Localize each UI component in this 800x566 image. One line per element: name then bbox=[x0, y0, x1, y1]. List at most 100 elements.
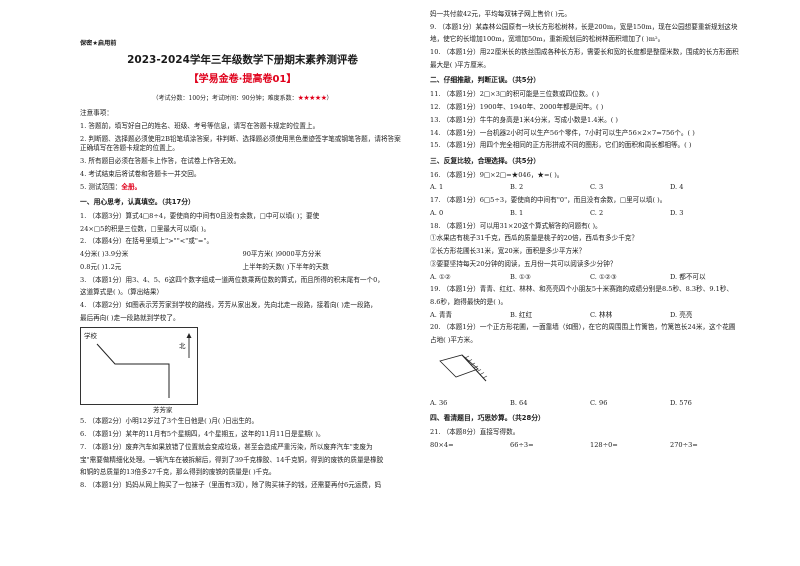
section-heading-choice: 三、反复比较，合理选择。（共5分） bbox=[430, 156, 541, 165]
notes-heading: 注意事项： bbox=[80, 109, 113, 118]
question-18-options: A. ①② B. ①③ C. ①②③ D. 都不可以 bbox=[430, 273, 750, 283]
note-scope-value: 全册。 bbox=[121, 182, 142, 191]
difficulty-stars-icon: ★★★★★ bbox=[297, 93, 327, 102]
question-9-line-1: 9. （本题1分）某森林公园原有一块长方形松树林，长是200m，宽是150m，现… bbox=[430, 22, 738, 31]
note-item-scope: 5. 测试范围：全册。 bbox=[80, 183, 405, 193]
question-21-items: 80×4= 66÷3= 128÷0= 270÷3= bbox=[430, 441, 750, 451]
option-c: C. 2 bbox=[590, 208, 604, 217]
calc-item: 66÷3= bbox=[510, 441, 534, 450]
option-a: A. 0 bbox=[430, 208, 444, 217]
question-2: 2. （本题4分）在括号里填上">""<"或"="。 bbox=[80, 237, 214, 246]
compare-item: 上半年的天数( )下半年的天数 bbox=[242, 262, 329, 271]
question-13: 13. （本题1分）牛牛的身高是1米4分米，写成小数是1.4米。( ) bbox=[430, 115, 618, 124]
note-scope-label: 5. 测试范围： bbox=[80, 182, 122, 191]
question-21: 21. （本题8分）直接写得数。 bbox=[430, 428, 520, 437]
option-c: C. ①②③ bbox=[590, 272, 617, 281]
note-item: 1. 答题前，填写好自己的姓名、班级、考号等信息，请写在答题卡规定的位置上。 bbox=[80, 122, 320, 131]
question-12: 12. （本题1分）1900年、1940年、2000年都是闰年。( ) bbox=[430, 103, 604, 112]
question-1-line-2: 24×□5的积是三位数，□里最大可以填( )。 bbox=[80, 224, 211, 233]
calc-item: 270÷3= bbox=[670, 441, 698, 450]
question-7-line-1: 7. （本题1分）废弃汽车如果放错了位置就会变成垃圾，甚至会造成严重污染，所以废… bbox=[80, 442, 373, 451]
question-18-item-3: ③要要坚持每天20分钟的阅读，五月份一共可以阅读多少分钟？ bbox=[430, 259, 617, 268]
option-a: A. 青青 bbox=[430, 310, 453, 319]
question-20-line-1: 20. （本题1分）一个正方形花圃，一面靠墙（如图），在它的周围围上竹篱笆，竹篱… bbox=[430, 323, 736, 332]
option-b: B. 红红 bbox=[510, 310, 533, 319]
question-11: 11. （本题1分）2□×3□的积可能是三位数或四位数。( ) bbox=[430, 90, 600, 99]
option-d: D. 亮亮 bbox=[670, 310, 693, 319]
question-7-line-2: 宝"需要做精细化处理。一辆汽车在被拆解后，得到了39千克橡胶、14千克铜，得到的… bbox=[80, 455, 384, 464]
question-8-line-2: 妈一共付款42元，平均每双袜子网上售价( )元。 bbox=[430, 10, 571, 18]
page-title: 2023-2024学年三年级数学下册期末素养测评卷 bbox=[127, 53, 358, 66]
question-1-line-1: 1. （本题3分）算式4□8÷4，要使商的中间有0且没有余数，□中可以填( )；… bbox=[80, 212, 320, 220]
question-17-options: A. 0 B. 1 C. 2 D. 3 bbox=[430, 209, 750, 219]
left-column: 保密★启用前 2023-2024学年三年级数学下册期末素养测评卷 【学易金卷·提… bbox=[80, 10, 405, 494]
section-heading-judge: 二、仔细推敲，判断正误。（共5分） bbox=[430, 76, 541, 85]
route-line bbox=[96, 344, 170, 399]
right-column: 妈一共付款42元，平均每双袜子网上售价( )元。 9. （本题1分）某森林公园原… bbox=[430, 10, 750, 454]
note-item: 2. 判断题、选择题必须使用2B铅笔填涂答案，非判断、选择题必须使用黑色墨迹签字… bbox=[80, 134, 401, 153]
question-19-line-1: 19. （本题1分）青青、红红、林林、和亮亮四个小朋友5十米赛跑的成绩分别是8.… bbox=[430, 285, 733, 294]
route-map-figure: 学校 北 芳芳家 bbox=[80, 327, 198, 414]
square-garden-shape bbox=[439, 354, 479, 378]
garden-wall-svg bbox=[439, 354, 488, 382]
question-16-options: A. 1 B. 2 C. 3 D. 4 bbox=[430, 183, 750, 193]
compare-item: 0.8元( )1.2元 bbox=[80, 262, 122, 271]
note-item: 4. 考试结束后将试卷和答题卡一并交回。 bbox=[80, 169, 201, 178]
secret-label: 保密★启用前 bbox=[80, 40, 117, 47]
option-d: D. 4 bbox=[670, 183, 684, 192]
option-d: D. 576 bbox=[670, 398, 692, 407]
question-4-line-1: 4. （本题2分）如图表示芳芳家到学校的路线，芳芳从家出发，先向北走一段路，接着… bbox=[80, 301, 377, 310]
question-14: 14. （本题1分）一台机器2小时可以生产56个零件，7小时可以生产56×2×7… bbox=[430, 128, 695, 137]
question-2-row-1: 4分米( )3.9分米 90平方米( )9000平方分米 bbox=[80, 250, 405, 260]
question-4-line-2: 最后再向( )走一段路就到学校了。 bbox=[80, 313, 180, 322]
option-a: A. 36 bbox=[430, 398, 448, 407]
note-item: 3. 所有题目必须在答题卡上作答，在试卷上作答无效。 bbox=[80, 157, 241, 166]
question-3-line-1: 3. （本题1分）用3、4、5、6这四个数字组成一道两位数乘两位数的算式，而且所… bbox=[80, 275, 384, 284]
calc-item: 128÷0= bbox=[590, 441, 618, 450]
garden-wall-figure bbox=[434, 349, 494, 395]
map-label-north: 北 bbox=[179, 342, 186, 351]
question-5: 5. （本题2分）小明12岁过了3个生日他是( )月( )日出生的。 bbox=[80, 417, 259, 426]
question-15: 15. （本题1分）用四个完全相同的正方形拼成不同的图形，它们的面积和周长都相等… bbox=[430, 141, 692, 150]
exam-meta: （考试分数：100分；考试时间：90分钟；难度系数：★★★★★） bbox=[80, 93, 405, 104]
option-c: C. 林林 bbox=[590, 310, 613, 319]
compare-item: 90平方米( )9000平方分米 bbox=[242, 250, 322, 259]
map-label-school: 学校 bbox=[84, 332, 97, 341]
option-b: B. 1 bbox=[510, 208, 524, 217]
question-18-item-1: ①水果店有桃子31千克，西瓜的质量是桃子的20倍，西瓜有多少千克？ bbox=[430, 234, 638, 243]
question-10-line-2: 最大是( )平方厘米。 bbox=[430, 60, 490, 69]
question-18: 18. （本题1分）可以用31×20这个算式解答的问题有( )。 bbox=[430, 221, 602, 230]
question-20-line-2: 占地( )平方米。 bbox=[430, 336, 477, 345]
meta-end: ） bbox=[326, 94, 333, 102]
question-19-line-2: 8.6秒，跑得最快的是( )。 bbox=[430, 298, 508, 306]
question-8-line-1: 8. （本题1分）妈妈从网上购买了一包袜子（里面有3双），除了购买袜子的钱，还需… bbox=[80, 481, 382, 490]
question-18-item-2: ②长方形花圃长31米，宽20米，面积是多少平方米？ bbox=[430, 247, 586, 256]
section-heading-calc: 四、看清题目，巧思妙算。（共28分） bbox=[430, 414, 545, 423]
question-2-row-2: 0.8元( )1.2元 上半年的天数( )下半年的天数 bbox=[80, 263, 405, 273]
map-label-home: 芳芳家 bbox=[153, 406, 173, 415]
option-b: B. 2 bbox=[510, 183, 524, 192]
option-a: A. ①② bbox=[430, 272, 451, 281]
question-3-line-2: 这道算式是( )。（算出结果） bbox=[80, 288, 164, 297]
option-d: D. 都不可以 bbox=[670, 272, 706, 281]
question-10-line-1: 10. （本题1分）用22厘米长的铁丝围成各种长方形，需要长和宽的长度都是整厘米… bbox=[430, 48, 739, 57]
question-19-options: A. 青青 B. 红红 C. 林林 D. 亮亮 bbox=[430, 311, 750, 321]
question-6: 6. （本题1分）某年的11月有5个星期四，4个星期五，这年的11月11日是星期… bbox=[80, 430, 325, 439]
option-c: C. 3 bbox=[590, 183, 604, 192]
section-heading-fill: 一、用心思考，认真填空。（共17分） bbox=[80, 198, 195, 207]
wall-hatching-icon bbox=[464, 355, 488, 379]
option-a: A. 1 bbox=[430, 183, 444, 192]
option-c: C. 96 bbox=[590, 398, 608, 407]
compare-item: 4分米( )3.9分米 bbox=[80, 250, 129, 259]
question-20-options: A. 36 B. 64 C. 96 D. 576 bbox=[430, 399, 750, 409]
question-16: 16. （本题1分）9□×2□=★046，★=( )。 bbox=[430, 170, 564, 179]
route-map-svg bbox=[96, 333, 192, 399]
meta-text: （考试分数：100分；考试时间：90分钟；难度系数： bbox=[152, 94, 298, 102]
question-17: 17. （本题1分）6□5÷3，要使商的中间有"0"，而且没有余数，□里可以填(… bbox=[430, 196, 667, 205]
calc-item: 80×4= bbox=[430, 441, 454, 450]
question-7-line-3: 和铜的总质量的13倍多27千克，那么得到的废铁的质量是( )千克。 bbox=[80, 468, 276, 477]
option-b: B. 64 bbox=[510, 398, 528, 407]
question-9-line-2: 地，使它的长增加100m，宽增加50m，重新规划后的松树林面积增加了( )m²。 bbox=[430, 35, 665, 44]
north-arrowhead-icon bbox=[186, 333, 192, 339]
